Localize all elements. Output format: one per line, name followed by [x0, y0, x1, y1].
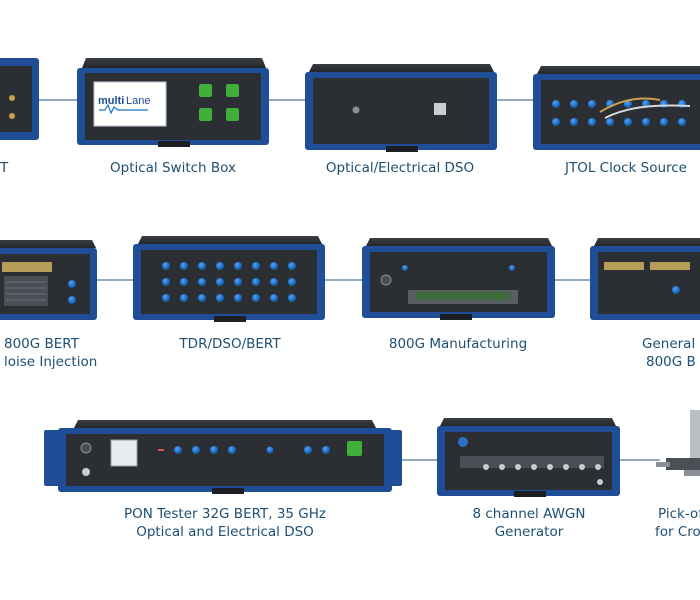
- caption-general-purpose: General P: [642, 336, 700, 352]
- device-800g-bert-noise-injection: [0, 240, 97, 320]
- caption-noise-injection: loise Injection: [4, 354, 98, 370]
- device-optical-electrical-dso: [305, 64, 497, 152]
- caption-jtol-clock-source: JTOL Clock Source: [564, 160, 687, 176]
- caption-optical-electrical-dso: Optical/Electrical DSO: [325, 160, 475, 176]
- caption-partial-top-left: T: [0, 160, 9, 176]
- caption-800g-manufacturing: 800G Manufacturing: [388, 336, 528, 352]
- caption-800g-bert: 800G BERT: [4, 336, 79, 352]
- caption-for-cro: for Cro: [655, 524, 700, 540]
- caption-generator: Generator: [494, 524, 564, 540]
- caption-pon-tester: PON Tester 32G BERT, 35 GHz: [123, 506, 326, 522]
- caption-800g-b: 800G B: [646, 354, 696, 370]
- caption-optical-switch-box: Optical Switch Box: [110, 160, 236, 176]
- caption-tdr-dso-bert: TDR/DSO/BERT: [179, 336, 281, 352]
- svg-text:Lane: Lane: [126, 95, 150, 107]
- caption-pick-off: Pick-of: [658, 506, 700, 522]
- device-optical-switch-box: multi Lane: [77, 58, 269, 147]
- caption-8-channel-awgn: 8 channel AWGN: [472, 506, 586, 522]
- device-8-channel-awgn-generator: [437, 418, 620, 497]
- device-pick-off-tee: [656, 410, 700, 476]
- device-pon-tester: [44, 420, 402, 494]
- device-jtol-clock-source: [533, 66, 700, 150]
- device-general-purpose-800g-bert: [590, 238, 700, 320]
- svg-text:multi: multi: [98, 95, 124, 107]
- caption-optical-electrical-dso-2: Optical and Electrical DSO: [136, 524, 314, 540]
- device-800g-manufacturing: [362, 238, 555, 320]
- connection-lines: [38, 99, 660, 461]
- device-tdr-dso-bert: [133, 236, 325, 322]
- device-partial-left-top: [0, 58, 39, 140]
